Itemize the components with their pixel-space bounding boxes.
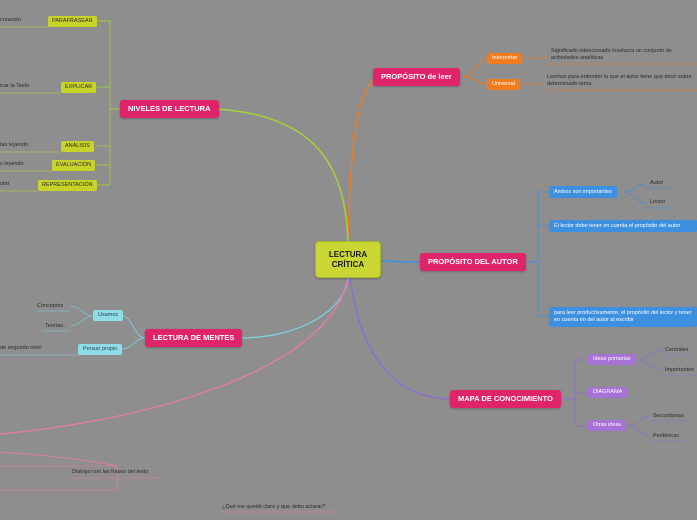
- subtopic-analisis[interactable]: ANÁLISIS: [61, 141, 94, 152]
- connector-niveles: [214, 108, 349, 242]
- topic-lectura-mentes[interactable]: LECTURA DE MENTES: [145, 329, 243, 347]
- leaf-evaluacion-text[interactable]: s leyendo: [0, 161, 24, 167]
- subtopic-explicar[interactable]: EXPLICAR: [61, 82, 97, 93]
- leaf-secundarias[interactable]: Secundarias: [653, 413, 684, 419]
- leaf-teorias[interactable]: Teorías: [45, 323, 64, 329]
- leaf-pregunta[interactable]: ¿Qué me quedó claro y que debo aclarar?: [222, 504, 326, 510]
- subtopic-pensar-propio[interactable]: Pensar propio: [78, 344, 123, 355]
- leaf-explicar-text[interactable]: icar la Texto: [0, 83, 30, 89]
- central-topic-line1: LECTURA: [328, 249, 368, 259]
- leaf-interpretar-text[interactable]: Significado intencionado involucra un co…: [551, 48, 672, 61]
- leaf-analisis-text[interactable]: tas leyendo: [0, 142, 29, 148]
- subtopic-evaluacion[interactable]: EVALUACIÓN: [52, 160, 96, 171]
- topic-mapa-conocimiento[interactable]: MAPA DE CONOCIMIENTO: [450, 390, 561, 408]
- subtopic-universal[interactable]: Universal: [487, 79, 520, 90]
- central-topic[interactable]: LECTURA CRÍTICA: [315, 241, 381, 278]
- leaf-universal-text[interactable]: Leemos para entender lo que el autor tie…: [547, 74, 692, 87]
- subtopic-usamos[interactable]: Usamos: [93, 310, 124, 321]
- leaf-autor[interactable]: Autor: [650, 180, 664, 186]
- subtopic-interpretar[interactable]: Interpretar: [487, 53, 523, 64]
- subtopic-ideas-primarias[interactable]: Ideas primarias: [588, 354, 636, 365]
- subtopic-otras-ideas[interactable]: Otras ideas: [588, 420, 627, 431]
- leaf-dialogo[interactable]: Dialogo con las frases del texto: [72, 469, 149, 475]
- leaf-perifericas[interactable]: Periféricas: [653, 433, 679, 439]
- connector-pink-left: [0, 277, 349, 435]
- topic-proposito-autor[interactable]: PROPÓSITO DEL AUTOR: [420, 253, 526, 271]
- topic-proposito-leer[interactable]: PROPÓSITO de leer: [373, 68, 460, 86]
- leaf-parafrasear-text[interactable]: creación: [0, 17, 21, 23]
- connector-proposito-autor: [380, 260, 421, 263]
- leaf-pensar-text[interactable]: de segundo nivel: [0, 345, 42, 351]
- leaf-lector[interactable]: Lector: [650, 199, 666, 205]
- leaf-importantes[interactable]: Importantes: [665, 367, 695, 373]
- subtopic-diagrama[interactable]: DIAGRAMA: [588, 387, 628, 398]
- topic-niveles-lectura[interactable]: NIVELES DE LECTURA: [120, 100, 219, 118]
- leaf-centrales[interactable]: Centrales: [665, 347, 689, 353]
- subtopic-parafrasear[interactable]: PARAFRASEAR: [48, 16, 97, 27]
- connector-proposito-leer: [347, 76, 378, 242]
- connector-mapa: [349, 277, 451, 400]
- connector-mentes: [239, 277, 349, 339]
- subtopic-para-leer[interactable]: para leer productivamente, el propósito …: [549, 307, 697, 327]
- central-topic-line2: CRÍTICA: [331, 259, 365, 269]
- leaf-conceptos[interactable]: Conceptos: [37, 303, 64, 309]
- subtopic-representacion[interactable]: REPRESENTACIÓN: [38, 180, 97, 191]
- subtopic-lector-debe[interactable]: El lector debe tener en cuenta el propós…: [549, 220, 697, 232]
- subtopic-ambos-importantes[interactable]: Ambos son importantes: [549, 186, 617, 198]
- leaf-representacion-text[interactable]: utor: [0, 181, 10, 187]
